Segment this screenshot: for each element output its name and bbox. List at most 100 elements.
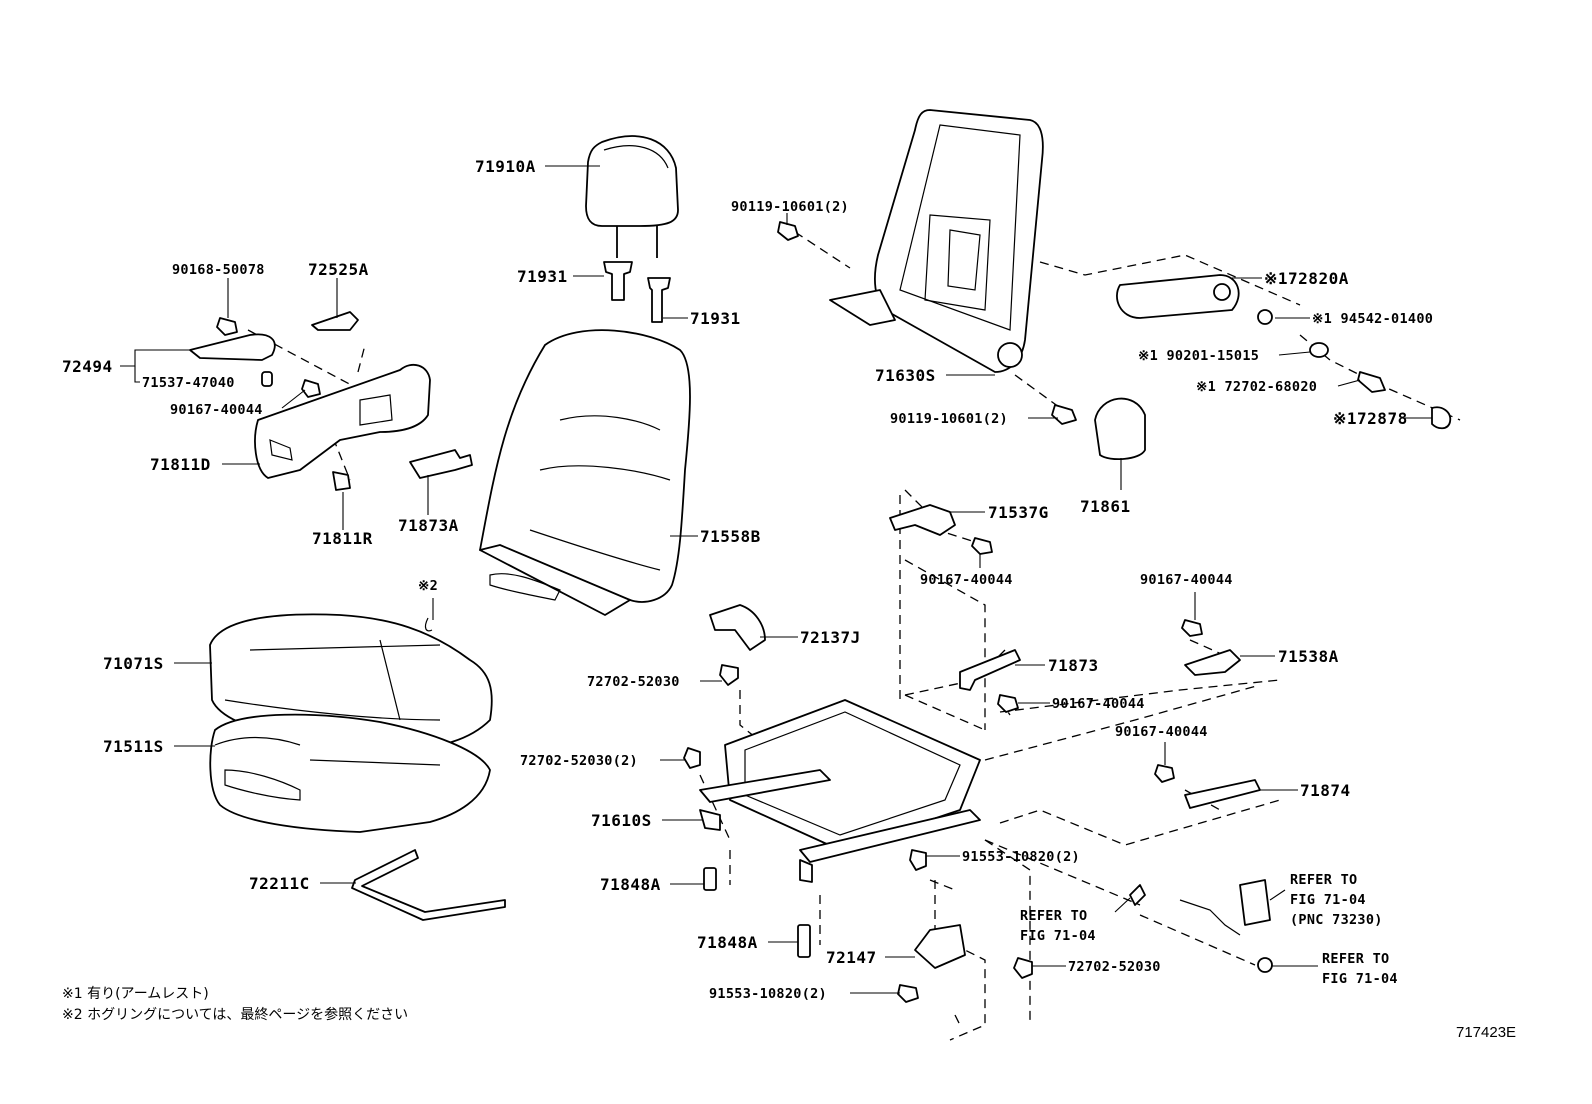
bolt-90119-a-part — [777, 221, 799, 241]
screw-90168-part — [216, 317, 238, 336]
buckle-bolt-part — [1257, 957, 1273, 973]
label-90168-50078: 90168-50078 — [172, 262, 265, 278]
label-71538A: 71538A — [1278, 647, 1339, 666]
seat-belt-buckle-part — [1239, 879, 1271, 926]
figure-id: 717423E — [1456, 1024, 1516, 1041]
label-refer1-line2: FIG 71-04 — [1020, 928, 1096, 944]
label-71537G: 71537G — [988, 503, 1049, 522]
label-91553-10820-a: 91553-10820(2) — [962, 849, 1080, 865]
label-refer2-line2: FIG 71-04 — [1290, 892, 1366, 908]
label-72147: 72147 — [826, 948, 877, 967]
label-90119-10601-b: 90119-10601(2) — [890, 411, 1008, 427]
hog-ring-clip-part — [424, 617, 433, 632]
screw-72702-a-part — [719, 664, 739, 686]
label-90167-40044-a: 90167-40044 — [170, 402, 263, 418]
seat-cushion-pad-part — [209, 713, 491, 833]
label-72820A: ※172820A — [1264, 269, 1349, 288]
clip-71811R-part — [332, 471, 351, 491]
seatback-frame-part — [829, 109, 1044, 373]
label-72702-68020: ※1 72702-68020 — [1196, 379, 1317, 395]
label-71071S: 71071S — [103, 654, 164, 673]
label-72702-52030-c: 72702-52030 — [1068, 959, 1161, 975]
label-note2-mark: ※2 — [418, 578, 438, 594]
label-91553-10820-b: 91553-10820(2) — [709, 986, 827, 1002]
side-cover-part — [254, 363, 431, 479]
label-71861: 71861 — [1080, 497, 1131, 516]
recliner-lever-part — [189, 333, 276, 361]
screw-72702-b-part — [683, 747, 701, 769]
recliner-cover-part — [1094, 397, 1146, 461]
screw-90167-c-part — [1181, 619, 1203, 637]
leader-lines — [120, 165, 1432, 994]
washer-part — [1257, 309, 1273, 325]
armrest-part — [1116, 274, 1240, 319]
footnote-2: ※2 ホグリングについては、最終ページを参照ください — [62, 1006, 408, 1023]
screw-90167-a-part — [301, 379, 321, 398]
hog-ring-wire-part — [351, 849, 506, 921]
bolt-91553-b-part — [897, 984, 919, 1003]
label-72494: 72494 — [62, 357, 113, 376]
label-71537-47040: 71537-47040 — [142, 375, 235, 391]
headrest-support-part — [603, 261, 671, 323]
refer-clip-part — [1129, 884, 1146, 906]
label-71873: 71873 — [1048, 656, 1099, 675]
label-72878: ※172878 — [1333, 409, 1408, 428]
small-pin-part — [261, 371, 273, 387]
cover-72137J-part — [709, 604, 766, 651]
label-71910A: 71910A — [475, 157, 536, 176]
label-71511S: 71511S — [103, 737, 164, 756]
label-refer2-line3: (PNC 73230) — [1290, 912, 1383, 928]
seat-adjuster-part — [699, 699, 981, 883]
bracket-71537G-part — [889, 504, 956, 536]
label-71848A-b: 71848A — [697, 933, 758, 952]
label-71811R: 71811R — [312, 529, 373, 548]
label-71873A: 71873A — [398, 516, 459, 535]
label-71558B: 71558B — [700, 527, 761, 546]
bracket-71538A-part — [1184, 649, 1241, 676]
label-90201-15015: ※1 90201-15015 — [1138, 348, 1259, 364]
label-90119-10601-a: 90119-10601(2) — [731, 199, 849, 215]
label-94542-01400: ※1 94542-01400 — [1312, 311, 1433, 327]
bracket-71874-part — [1184, 779, 1261, 809]
footnote-1: ※1 有り(アームレスト) — [62, 986, 209, 1002]
label-90167-40044-b: 90167-40044 — [920, 572, 1013, 588]
label-72137J: 72137J — [800, 628, 861, 647]
label-71931-a: 71931 — [517, 267, 568, 286]
label-refer3-line1: REFER TO — [1322, 951, 1389, 967]
bracket-71873A-part — [409, 449, 473, 479]
label-71610S: 71610S — [591, 811, 652, 830]
part-number-labels: 71910A 71931 71931 90168-50078 72525A 72… — [62, 157, 1433, 1002]
armrest-pivot-part — [1213, 283, 1231, 301]
knob-part — [311, 311, 359, 331]
label-72702-52030-b: 72702-52030(2) — [520, 753, 638, 769]
bracket-71873-part — [959, 649, 1021, 691]
cap-part — [1431, 406, 1452, 430]
bolt-68020-part — [1357, 371, 1386, 393]
label-71630S: 71630S — [875, 366, 936, 385]
screw-90167-d-part — [997, 694, 1019, 713]
label-72211C: 72211C — [249, 874, 310, 893]
bolt-90119-b-part — [1051, 404, 1077, 425]
label-71874: 71874 — [1300, 781, 1351, 800]
label-71811D: 71811D — [150, 455, 211, 474]
label-90167-40044-e: 90167-40044 — [1115, 724, 1208, 740]
label-refer3-line2: FIG 71-04 — [1322, 971, 1398, 987]
label-90167-40044-c: 90167-40044 — [1140, 572, 1233, 588]
headrest-part — [585, 135, 679, 258]
bracket-72147-part — [914, 924, 966, 969]
screw-90167-e-part — [1154, 764, 1175, 783]
bolt-71848A-a-part — [703, 867, 717, 891]
label-72525A: 72525A — [308, 260, 369, 279]
screw-72702-c-part — [1013, 957, 1033, 979]
spacer-part — [1309, 342, 1329, 358]
label-refer2-line1: REFER TO — [1290, 872, 1357, 888]
screw-90167-b-part — [971, 537, 993, 555]
bolt-91553-a-part — [909, 849, 927, 871]
bolt-71848A-b-part — [797, 924, 811, 958]
buckle-wire-part — [1179, 899, 1241, 936]
label-90167-40044-d: 90167-40044 — [1052, 696, 1145, 712]
seatback-cover-part — [479, 329, 691, 616]
label-72702-52030-a: 72702-52030 — [587, 674, 680, 690]
